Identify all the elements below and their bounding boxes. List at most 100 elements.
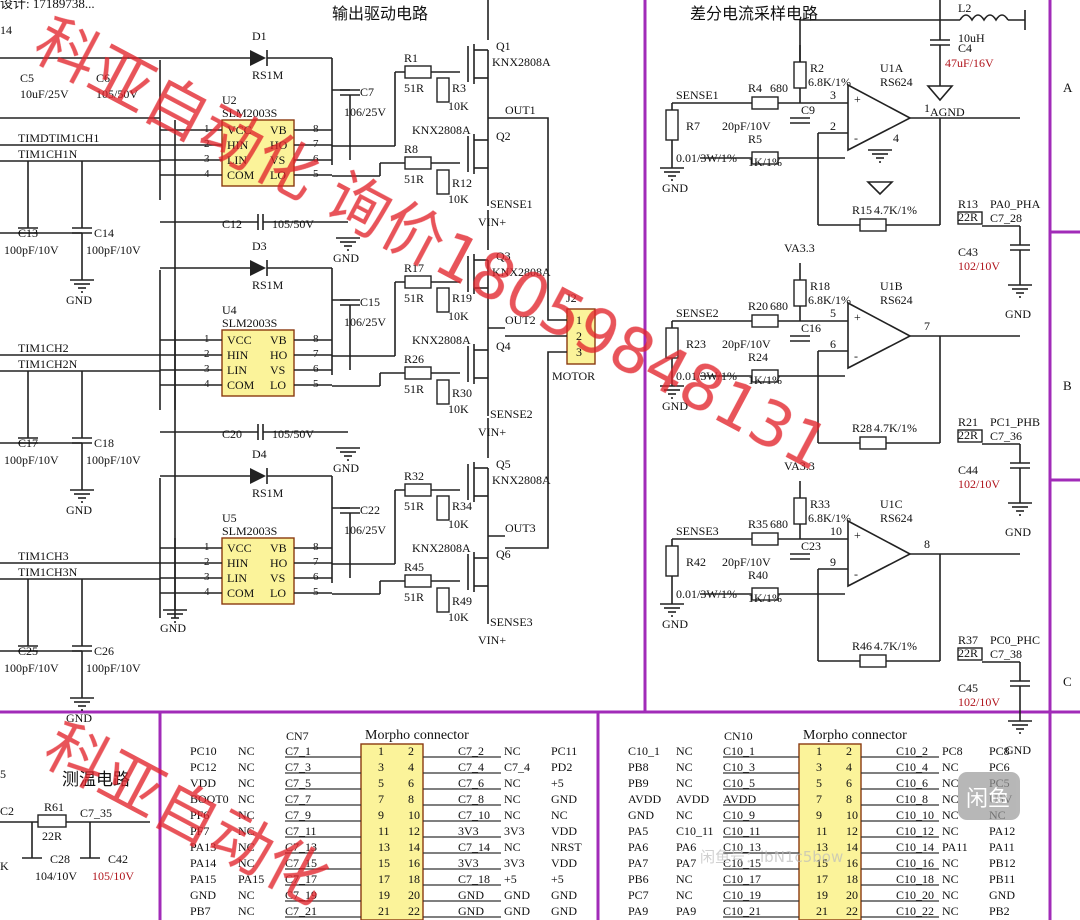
top-left-cut-text: 设计: 17189738... (0, 0, 95, 11)
input-cap-b-value: 100pF/10V (86, 243, 141, 257)
amp-top-resistor (793, 497, 807, 525)
cn7-cell: NC (504, 744, 521, 758)
motor-connector: J2 1 2 3 MOTOR (505, 117, 596, 549)
cn10-cell: 13 (816, 840, 828, 854)
chip-pin-right-label: LO (270, 378, 286, 392)
amp-shunt-ref: R23 (686, 337, 706, 351)
cn10-cell: PA5 (628, 824, 648, 838)
chip-pin-left-label: HIN (227, 556, 249, 570)
cn10-cell: 9 (816, 808, 822, 822)
cn10-cell: PB9 (628, 776, 649, 790)
chip-pin-num-left: 2 (204, 556, 210, 568)
gate-resistor-high-ref: R1 (404, 51, 418, 65)
amp-output-gnd-label: GND (1005, 525, 1031, 539)
cn7-cell: +5 (551, 776, 564, 790)
amp-supply-label: VA3.3 (784, 241, 815, 255)
cn10-cell: C10_18 (896, 872, 934, 886)
output-net-label: OUT3 (505, 521, 536, 535)
opamp-fb-value: 4.7K/1% (874, 421, 917, 435)
cn10-cell: PC8 (989, 744, 1010, 758)
marketplace-id: 闲鱼号：ibN1c5bow (700, 848, 843, 866)
cn10-cell: C10_17 (723, 872, 761, 886)
cn10-cell: 16 (846, 856, 858, 870)
cn7-cell: NC (504, 792, 521, 806)
cn10-cell: C10_9 (723, 808, 755, 822)
pulldown-resistor-high (436, 287, 450, 313)
amp-bias-resistor-value: 1K/1% (748, 591, 782, 605)
temperature-circuit: 5 C2 K R61 22R C7_35 C28 104/10V C42 105… (0, 767, 150, 883)
bootstrap-cap-value: 106/25V (344, 523, 386, 537)
driver-chip-u5 (221, 537, 295, 605)
cn10-cell: AVDD (723, 792, 756, 806)
pulldown-resistor-low (436, 587, 450, 613)
cn7-cell: C7_1 (285, 744, 311, 758)
cn7-cell: C7_4 (458, 760, 484, 774)
amp-input-resistor-value: 680 (770, 81, 788, 95)
title-temperature: 测温电路 (62, 770, 130, 789)
driver-chip-u2 (221, 119, 295, 187)
chip-pin-right-label: HO (270, 348, 288, 362)
bootstrap-cap-ref: C15 (360, 295, 380, 309)
pulldown-low-ref: R12 (452, 176, 472, 190)
cn7-cell: 1 (378, 744, 384, 758)
input-gnd-symbol (70, 489, 94, 503)
amp-output-net-2: C7_38 (990, 647, 1022, 661)
cn7-cell: 3 (378, 760, 384, 774)
input-cap-a-ref: C13 (18, 226, 38, 240)
opamp-agnd-symbol (866, 181, 894, 196)
chip-pin-num-left: 4 (204, 586, 210, 598)
cn7-cell: VDD (551, 824, 577, 838)
cn7-ref: CN7 (286, 729, 309, 743)
input-gnd-label: GND (66, 503, 92, 517)
input-cap-b-ref: C26 (94, 644, 114, 658)
cn7-cell: +5 (504, 872, 517, 886)
cn7-cell: GND (551, 792, 577, 806)
driver-chip-part: SLM2003S (222, 524, 277, 538)
gate-resistor-high-value: 51R (404, 499, 424, 513)
cn7-cell: 4 (408, 760, 414, 774)
mosfet-high-part: KNX2808A (492, 55, 551, 69)
input-cap-b-value: 100pF/10V (86, 453, 141, 467)
cn7-cell: 12 (408, 824, 420, 838)
opamp-pin-out: 8 (924, 537, 930, 551)
cn10-cell: NC (942, 888, 959, 902)
diode-part: RS1M (252, 486, 284, 500)
cn7-cell: NC (238, 776, 255, 790)
amp-input-resistor-value: 680 (770, 299, 788, 313)
cn7-cell: NC (238, 840, 255, 854)
cn10-cell: 7 (816, 792, 822, 806)
chip-pin-num-right: 5 (313, 378, 319, 390)
zone-label-a: A (1063, 80, 1073, 95)
gate-resistor-low-value: 51R (404, 590, 424, 604)
gate-resistor-high-value: 51R (404, 291, 424, 305)
cn7-cell: PC10 (190, 744, 217, 758)
title-current-sense: 差分电流采样电路 (690, 5, 818, 23)
amp-top-resistor-value: 6.8K/1% (808, 293, 851, 307)
amp-bias-resistor-value: 1K/1% (748, 155, 782, 169)
amp-input-cap-ref: C9 (801, 103, 815, 117)
driver-chip-ref: U5 (222, 511, 237, 525)
amp-output-resistor-ref: R21 (958, 415, 978, 429)
cn7-cell: GND (504, 904, 530, 918)
cn7-cell: 5 (378, 776, 384, 790)
temp-c42-ref: C42 (108, 852, 128, 866)
cn10-cell: 12 (846, 824, 858, 838)
diode-ref: D3 (252, 239, 267, 253)
cn7-cell: C7_13 (285, 840, 317, 854)
amp-shunt-ref: R7 (686, 119, 700, 133)
supply-cap-ref: C20 (222, 427, 242, 441)
amp-output-cap-value: 102/10V (958, 477, 1000, 491)
input-cap-a-ref: C25 (18, 644, 38, 658)
gate-resistor-low (404, 574, 432, 588)
cn10-cell: C10_10 (896, 808, 934, 822)
zone-label-c: C (1063, 674, 1072, 689)
cn7-cell: 19 (378, 888, 390, 902)
vin-label: VIN+ (478, 425, 506, 439)
cn10-cell: 21 (816, 904, 828, 918)
opamp-part: RS624 (880, 75, 913, 89)
